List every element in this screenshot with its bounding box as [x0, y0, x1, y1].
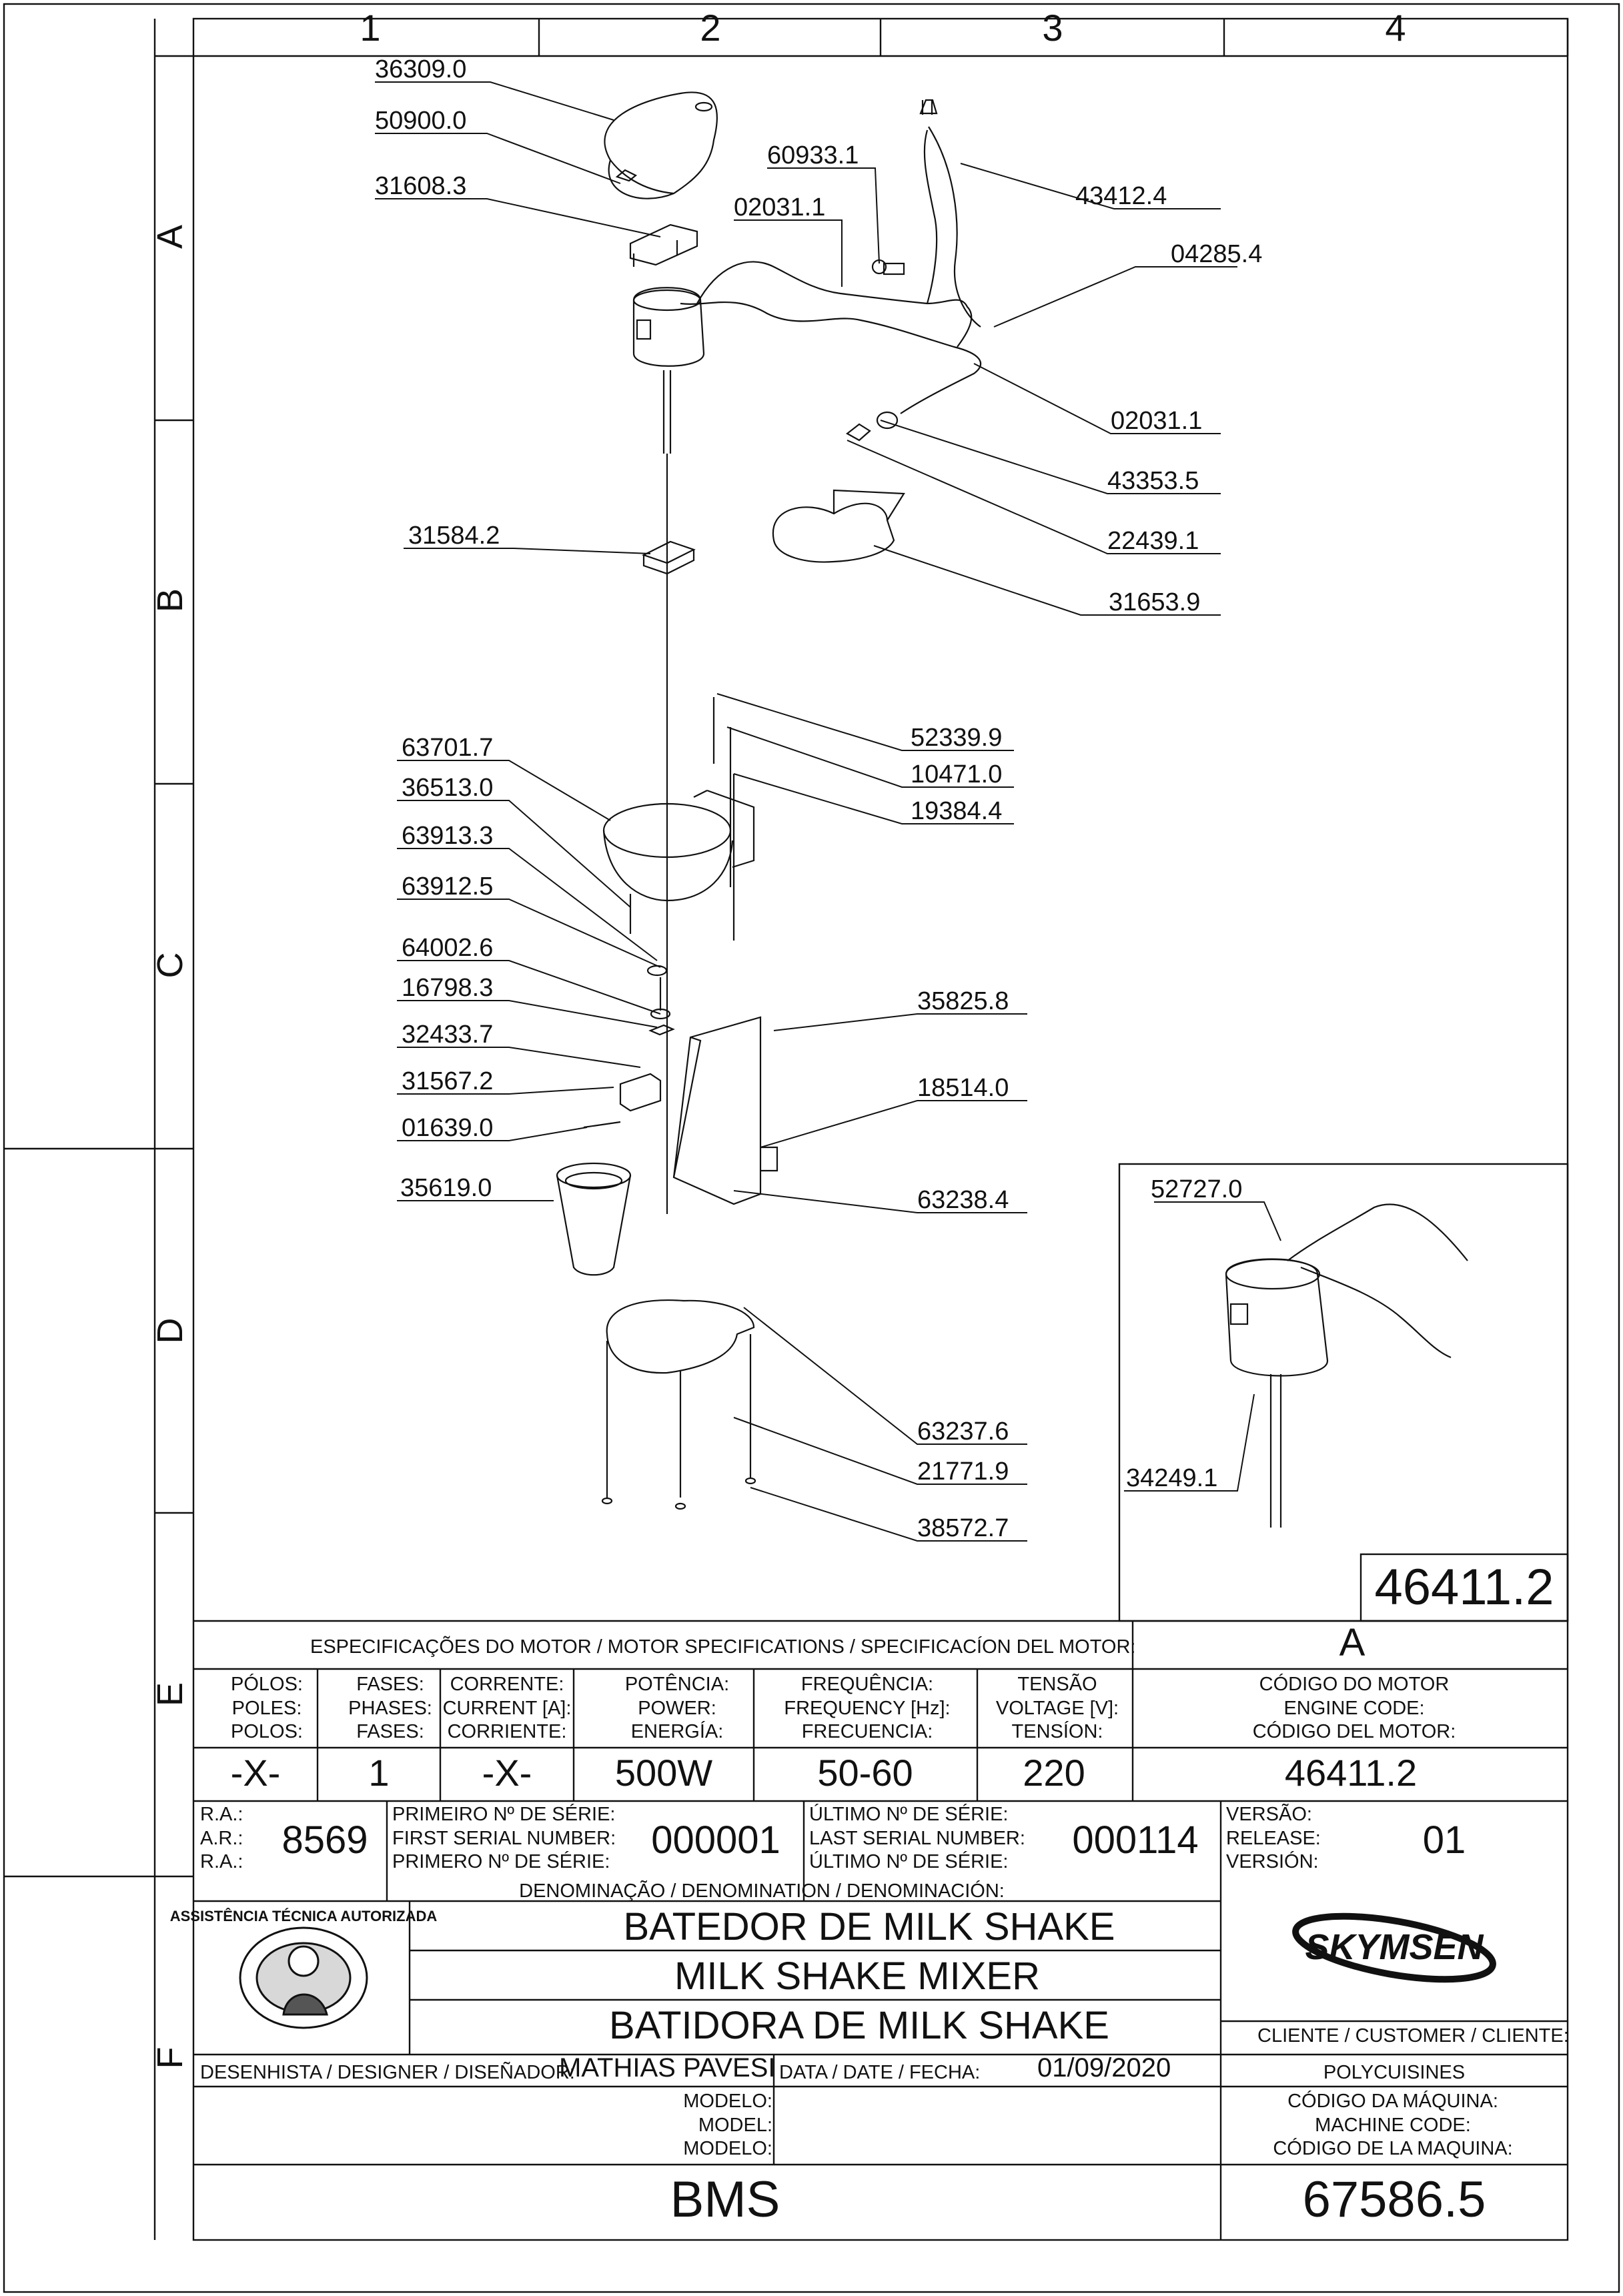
- spec-label-frequency: FREQUÊNCIA: FREQUENCY [Hz]: FRECUENCIA:: [784, 1674, 951, 1743]
- part-callout: 32433.7: [402, 1021, 494, 1049]
- model-value: BMS: [670, 2171, 780, 2228]
- grid-column-label: 2: [700, 7, 721, 49]
- authorized-assistance-seal: ASSISTÊNCIA TÉCNICA AUTORIZADA: [170, 1908, 438, 2029]
- spec-label-voltage: TENSÃO VOLTAGE [V]: TENSÍON:: [995, 1674, 1119, 1743]
- part-callout: 31653.9: [1109, 588, 1201, 616]
- part-callout: 01639.0: [402, 1114, 494, 1142]
- inset-part-callout: 52727.0: [1151, 1175, 1243, 1203]
- ra-label: R.A.: A.R.: R.A.:: [200, 1804, 243, 1873]
- client-value: POLYCUISINES: [1323, 2062, 1466, 2083]
- version-value: 01: [1422, 1818, 1466, 1862]
- svg-text:ASSISTÊNCIA TÉCNICA AUTORIZADA: ASSISTÊNCIA TÉCNICA AUTORIZADA: [170, 1908, 438, 1924]
- version-label: VERSÃO: RELEASE: VERSIÓN:: [1226, 1804, 1321, 1873]
- part-callout: 36513.0: [402, 774, 494, 802]
- svg-text:SKYMSEN: SKYMSEN: [1305, 1927, 1484, 1967]
- date-label: DATA / DATE / FECHA:: [779, 2062, 981, 2083]
- denomination-label: DENOMINAÇÃO / DENOMINATION / DENOMINACIÓ…: [519, 1880, 1005, 1902]
- grid-row-label: E: [150, 1682, 190, 1707]
- machine-code-label: CÓDIGO DA MÁQUINA: MACHINE CODE: CÓDIGO …: [1273, 2091, 1513, 2160]
- spec-label-poles: PÓLOS: POLES: POLOS:: [231, 1674, 303, 1743]
- spec-value-power: 500W: [614, 1752, 713, 1794]
- part-callout: 38572.7: [917, 1514, 1009, 1542]
- part-callout: 35619.0: [400, 1174, 492, 1202]
- grid-row-label: B: [150, 588, 190, 613]
- part-callout: 63913.3: [402, 822, 494, 850]
- first-serial-value: 000001: [651, 1818, 780, 1862]
- date-value: 01/09/2020: [1037, 2053, 1171, 2083]
- part-callout: 04285.4: [1171, 240, 1263, 268]
- inset-motor-code: 46411.2: [1374, 1559, 1554, 1616]
- grid-row-label: D: [150, 1317, 190, 1344]
- part-callout: 02031.1: [1111, 407, 1203, 435]
- spec-value-phases: 1: [368, 1752, 390, 1794]
- spec-value-current: -X-: [482, 1752, 532, 1794]
- part-callout: 63912.5: [402, 873, 494, 901]
- part-callout: 36309.0: [375, 55, 467, 83]
- ra-value: 8569: [282, 1818, 368, 1862]
- part-callout: 63238.4: [917, 1186, 1009, 1214]
- grid-column-label: 1: [360, 7, 381, 49]
- motor-inset-box: [1118, 1163, 1569, 1622]
- grid-column-label: 4: [1385, 7, 1406, 49]
- spec-label-power: POTÊNCIA: POWER: ENERGÍA:: [624, 1674, 730, 1743]
- spec-value-engine-code: 46411.2: [1284, 1752, 1418, 1794]
- spec-value-frequency: 50-60: [817, 1752, 913, 1794]
- product-name-es: BATIDORA DE MILK SHAKE: [609, 2004, 1109, 2047]
- part-callout: 16798.3: [402, 974, 494, 1002]
- client-label: CLIENTE / CUSTOMER / CLIENTE:: [1257, 2025, 1569, 2047]
- grid-row-label: C: [150, 952, 190, 979]
- part-callout: 02031.1: [734, 193, 826, 221]
- product-name-pt: BATEDOR DE MILK SHAKE: [623, 1905, 1115, 1948]
- part-callout: 31608.3: [375, 172, 467, 200]
- part-callout: 21771.9: [917, 1458, 1009, 1486]
- leader-lines: [375, 81, 1281, 1542]
- part-callout: 22439.1: [1107, 527, 1199, 555]
- model-label: MODELO: MODEL: MODELO:: [683, 2091, 772, 2160]
- part-callout: 63237.6: [917, 1417, 1009, 1446]
- grid-row-label: A: [150, 224, 190, 249]
- first-serial-label: PRIMEIRO Nº DE SÉRIE: FIRST SERIAL NUMBE…: [392, 1804, 616, 1873]
- spec-label-phases: FASES: PHASES: FASES:: [348, 1674, 432, 1743]
- spec-label-current: CORRENTE: CURRENT [A]: CORRIENTE:: [442, 1674, 572, 1743]
- part-callout: 43353.5: [1107, 467, 1199, 495]
- designer-value: MATHIAS PAVESI: [559, 2053, 776, 2083]
- last-serial-label: ÚLTIMO Nº DE SÉRIE: LAST SERIAL NUMBER: …: [809, 1804, 1025, 1873]
- skymsen-logo: SKYMSEN: [1292, 1912, 1496, 1983]
- part-callout: 52339.9: [911, 724, 1003, 752]
- motor-spec-version-letter: A: [1339, 1621, 1366, 1664]
- last-serial-value: 000114: [1072, 1818, 1199, 1862]
- part-callout: 31567.2: [402, 1067, 494, 1095]
- machine-code-value: 67586.5: [1302, 2171, 1486, 2228]
- spec-value-poles: -X-: [230, 1752, 281, 1794]
- part-callout: 18514.0: [917, 1074, 1009, 1102]
- designer-label: DESENHISTA / DESIGNER / DISEÑADOR:: [200, 2062, 575, 2083]
- parts-art: [556, 91, 1468, 1528]
- motor-spec-header: ESPECIFICAÇÕES DO MOTOR / MOTOR SPECIFIC…: [310, 1636, 1136, 1658]
- part-callout: 50900.0: [375, 107, 467, 135]
- grid-row-label: F: [150, 2047, 190, 2069]
- spec-value-voltage: 220: [1023, 1752, 1085, 1794]
- part-callout: 10471.0: [911, 760, 1003, 788]
- part-callout: 19384.4: [911, 797, 1003, 825]
- spec-label-engine-code: CÓDIGO DO MOTOR ENGINE CODE: CÓDIGO DEL …: [1252, 1674, 1456, 1743]
- part-callout: 31584.2: [408, 522, 500, 550]
- product-name-en: MILK SHAKE MIXER: [674, 1954, 1040, 1998]
- part-callout: 43412.4: [1075, 182, 1167, 210]
- part-callout: 35825.8: [917, 987, 1009, 1015]
- inset-part-callout: 34249.1: [1126, 1464, 1218, 1492]
- grid-column-label: 3: [1042, 7, 1063, 49]
- part-callout: 60933.1: [767, 141, 859, 169]
- part-callout: 64002.6: [402, 934, 494, 962]
- part-callout: 63701.7: [402, 734, 494, 762]
